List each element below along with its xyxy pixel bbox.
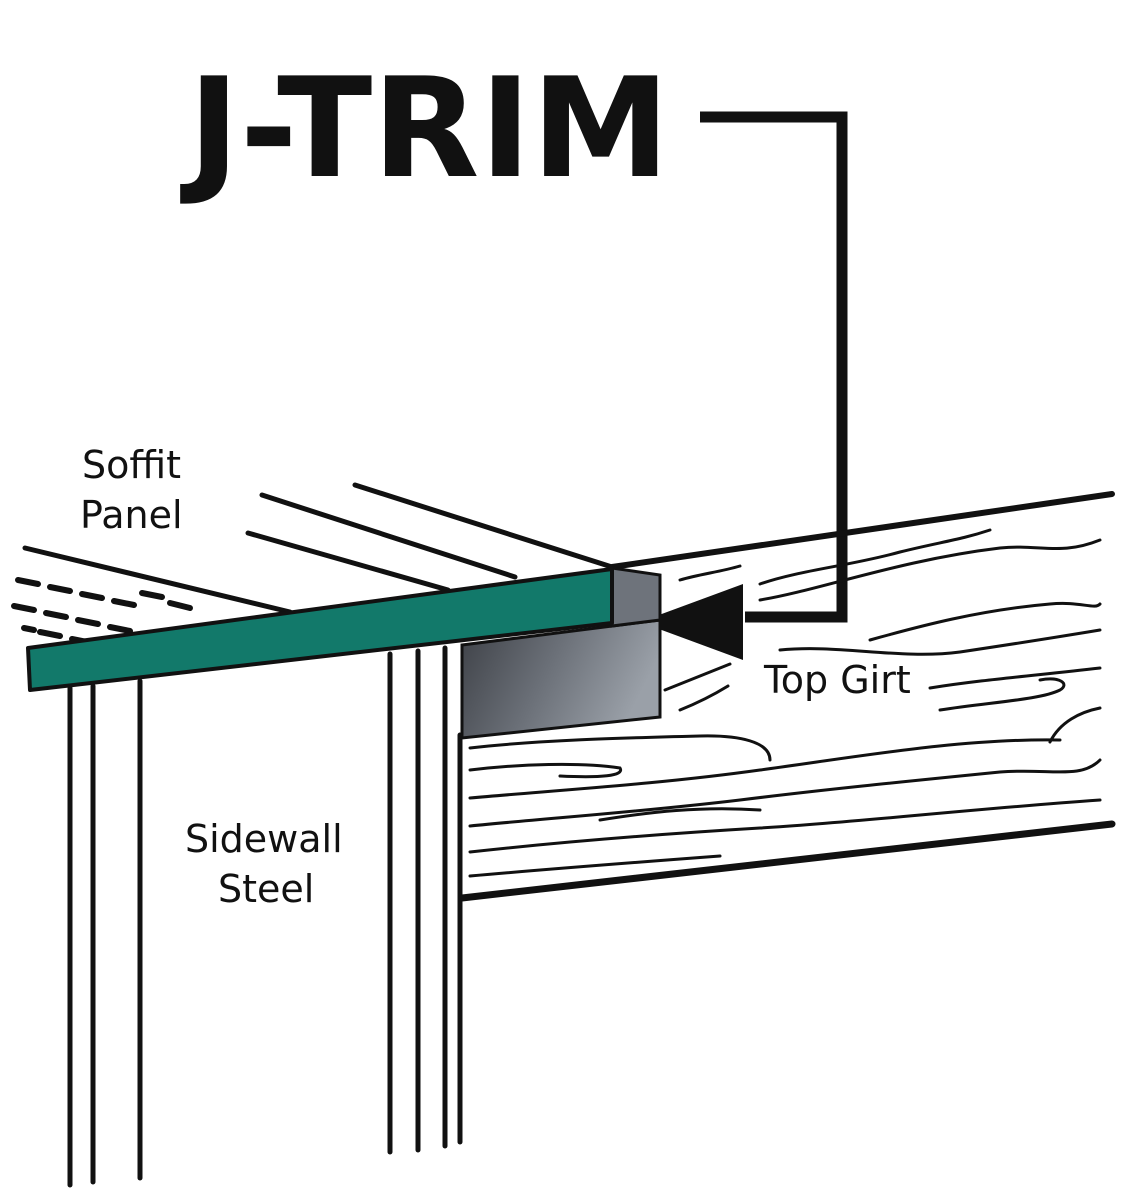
sidewall-steel xyxy=(67,645,448,1188)
sidewall-steel-label-line2: Steel xyxy=(218,867,314,911)
top-girt-beam xyxy=(457,491,1116,1145)
soffit-panel xyxy=(22,482,615,615)
girt-metal-top xyxy=(610,566,662,628)
soffit-panel-label-line1: Soffit xyxy=(82,443,181,487)
diagram-title: J-TRIM xyxy=(180,48,670,209)
soffit-panel-label-line2: Panel xyxy=(80,493,183,537)
girt-metal-face xyxy=(460,618,662,740)
callout-arrowhead xyxy=(640,584,743,660)
callout-leader xyxy=(700,111,848,623)
top-girt-label: Top Girt xyxy=(763,658,911,702)
j-trim-piece xyxy=(26,567,614,692)
sidewall-steel-label-line1: Sidewall xyxy=(185,817,343,861)
